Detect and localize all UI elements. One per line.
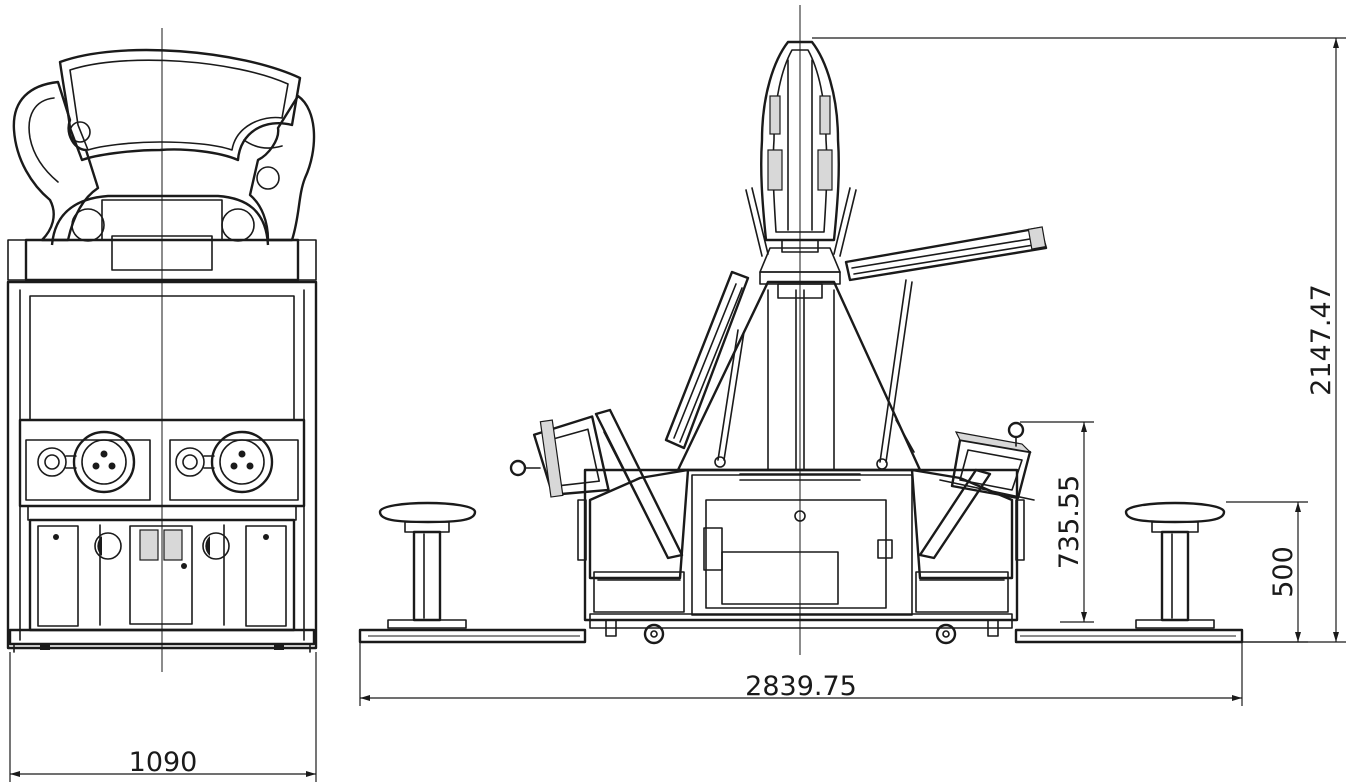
- tower-top: [745, 40, 857, 257]
- front-marquee: [58, 48, 302, 162]
- left-controller: [509, 415, 610, 498]
- right-wheel: [935, 623, 957, 645]
- right-stool: [1124, 501, 1226, 629]
- right-controller: [939, 421, 1035, 501]
- left-boom: [664, 270, 750, 468]
- left-platform: [358, 628, 587, 644]
- front-head: [50, 194, 270, 246]
- right-boom: [844, 226, 1048, 470]
- stool-height-dim: 500: [1268, 546, 1299, 598]
- tower: [676, 247, 922, 472]
- left-joystick: [72, 430, 136, 494]
- front-width-dim: 1090: [129, 747, 198, 778]
- front-base: [8, 628, 316, 646]
- side-length-dim: 2839.75: [745, 671, 857, 702]
- total-height-dim: 2147.47: [1306, 284, 1337, 396]
- side-view: 2147.47 735.55 500 2839.75: [358, 5, 1346, 706]
- seat-height-dim: 735.55: [1054, 475, 1085, 569]
- front-view: 1090: [6, 28, 318, 782]
- right-joystick: [210, 430, 274, 494]
- left-seat: [577, 408, 690, 613]
- left-wheel: [643, 623, 665, 645]
- front-left-ornament: [12, 80, 100, 242]
- right-seat: [910, 468, 1025, 613]
- left-stool: [378, 501, 477, 629]
- front-cabinet: [6, 280, 318, 650]
